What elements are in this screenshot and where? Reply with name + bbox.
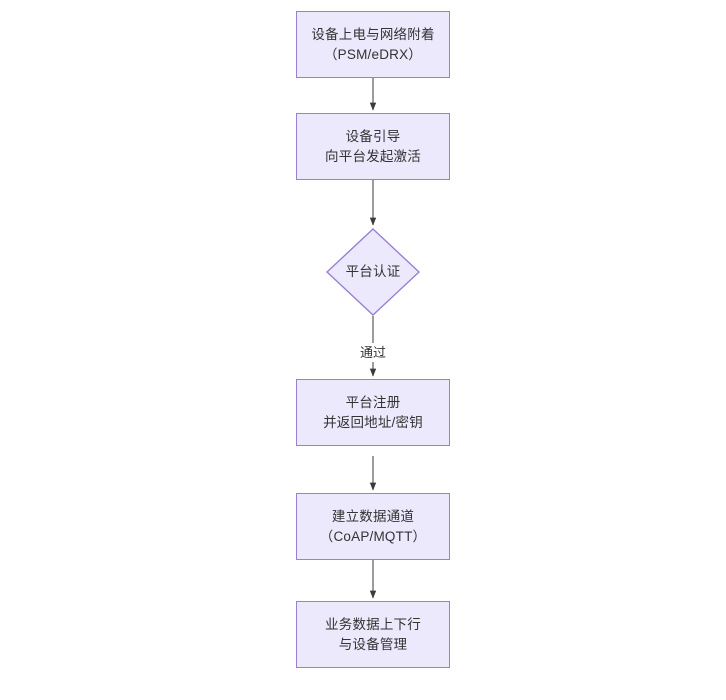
node-bootstrap[interactable]: 设备引导 向平台发起激活 [296, 113, 450, 180]
node-platform-register-line1: 平台注册 [345, 394, 401, 410]
node-data-channel-line2: （CoAP/MQTT） [319, 528, 427, 544]
node-platform-auth-label: 平台认证 [345, 264, 401, 279]
node-bootstrap-line2: 向平台发起激活 [325, 148, 421, 164]
node-service-data-line1: 业务数据上下行 [325, 616, 421, 632]
node-data-channel-line1: 建立数据通道 [331, 508, 415, 524]
diamond-shape-icon [326, 228, 420, 316]
node-service-data[interactable]: 业务数据上下行 与设备管理 [296, 601, 450, 668]
node-platform-register-line2: 并返回地址/密钥 [323, 414, 423, 430]
node-power-on-line2: （PSM/eDRX） [323, 46, 423, 62]
node-power-on-line1: 设备上电与网络附着 [311, 26, 435, 42]
node-bootstrap-line1: 设备引导 [345, 128, 401, 144]
node-platform-auth[interactable]: 平台认证 [326, 228, 420, 316]
node-data-channel[interactable]: 建立数据通道 （CoAP/MQTT） [296, 493, 450, 560]
node-platform-register[interactable]: 平台注册 并返回地址/密钥 [296, 379, 450, 446]
node-service-data-line2: 与设备管理 [338, 636, 408, 652]
edge-label-pass: 通过 [356, 343, 390, 362]
node-power-on[interactable]: 设备上电与网络附着 （PSM/eDRX） [296, 11, 450, 78]
